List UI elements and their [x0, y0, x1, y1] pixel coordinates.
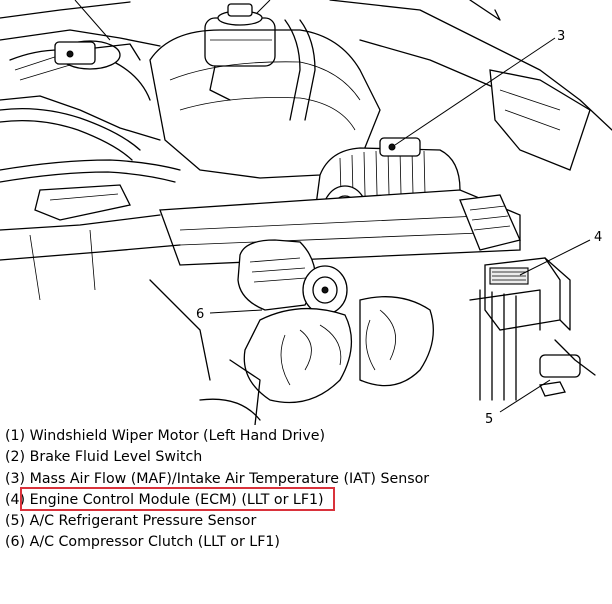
leader-4: [519, 239, 591, 276]
lower-left-frame: [0, 214, 211, 381]
engine-compartment-diagram: 3 4 5 6: [0, 0, 612, 425]
leader-6: [209, 309, 263, 314]
legend-item-2: (2) Brake Fluid Level Switch: [5, 447, 429, 468]
leader-3: [394, 37, 556, 146]
legend-item-5: (5) A/C Refrigerant Pressure Sensor: [5, 511, 429, 532]
legend-text: Mass Air Flow (MAF)/Intake Air Temperatu…: [29, 470, 430, 487]
legend-text: Engine Control Module (ECM) (LLT or LF1): [29, 491, 324, 508]
cooling-fan: [199, 296, 434, 425]
leader-5: [499, 379, 551, 413]
leader-1: [74, 0, 111, 41]
legend-number: (3): [5, 470, 26, 487]
legend-number: (5): [5, 513, 26, 530]
callout-6: 6: [196, 307, 204, 322]
right-fender: [329, 0, 612, 171]
radiator-support: [159, 189, 521, 266]
legend-item-6: (6) A/C Compressor Clutch (LLT or LF1): [5, 532, 429, 553]
legend-text: A/C Refrigerant Pressure Sensor: [29, 513, 257, 530]
wiper-motor: [54, 40, 141, 70]
ac-compressor: [237, 239, 348, 315]
brake-reservoir: [204, 3, 276, 101]
legend-text: A/C Compressor Clutch (LLT or LF1): [29, 534, 280, 551]
legend-text: Windshield Wiper Motor (Left Hand Drive): [29, 428, 325, 444]
legend-text: Brake Fluid Level Switch: [29, 449, 203, 466]
condenser: [469, 289, 596, 401]
legend-number: (2): [5, 449, 26, 466]
ecm-module: [484, 257, 571, 331]
hoses-left: [0, 107, 181, 221]
legend-item-1: (1) Windshield Wiper Motor (Left Hand Dr…: [5, 426, 429, 447]
component-legend: (1) Windshield Wiper Motor (Left Hand Dr…: [5, 426, 429, 554]
callout-4: 4: [594, 230, 602, 245]
ecm-highlight-box: [20, 487, 335, 511]
callout-3: 3: [557, 29, 565, 44]
callout-5: 5: [485, 412, 493, 425]
legend-item-3: (3) Mass Air Flow (MAF)/Intake Air Tempe…: [5, 469, 429, 490]
legend-number: (6): [5, 534, 26, 551]
cowl-panel: [0, 1, 161, 141]
legend-number: (1): [5, 428, 26, 444]
